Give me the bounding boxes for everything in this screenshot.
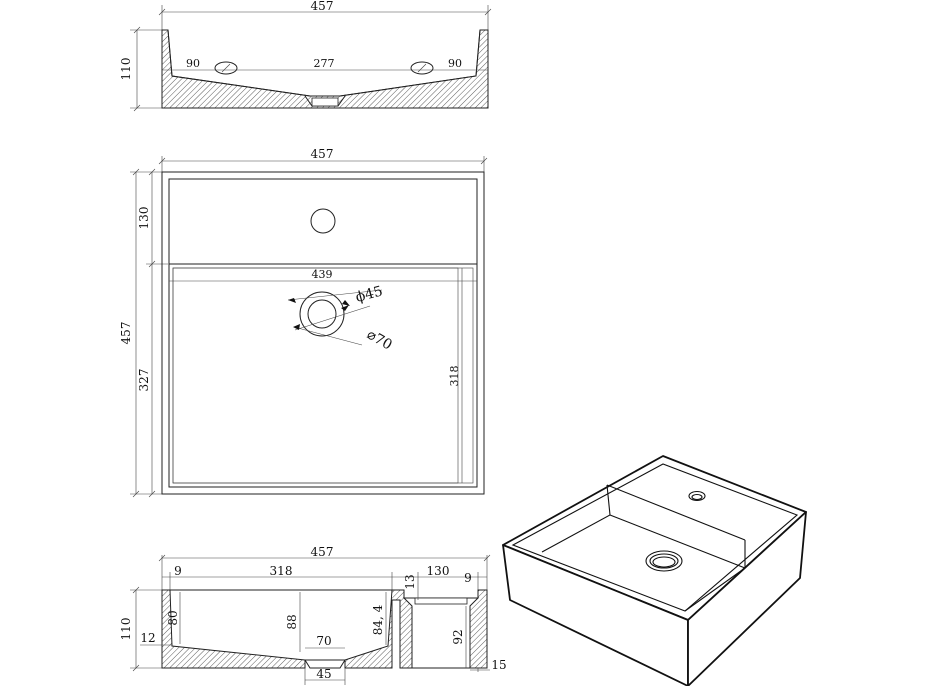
section-right-depth-label: 84, 4: [371, 604, 385, 635]
section-deck-thickness-label: 13: [403, 574, 417, 589]
section-bottom-thickness-label: 12: [140, 631, 155, 645]
right-hole-label: 90: [448, 57, 462, 70]
drain-inner-dia-label: ϕ45: [354, 283, 385, 306]
plan-inner-width-label: 439: [312, 268, 333, 281]
section-mid-depth-label: 88: [285, 614, 299, 629]
hole-spacing-label: 277: [314, 57, 335, 70]
drain-outer-dia-label: ⌀70: [364, 327, 395, 354]
top-width-label: 457: [311, 0, 334, 13]
section-left-depth-label: 80: [166, 610, 180, 625]
section-height-label: 110: [119, 618, 133, 641]
plan-inner-depth-label: 318: [448, 366, 461, 387]
section-cavity-depth-label: 92: [451, 629, 465, 644]
plan-width-label: 457: [311, 147, 334, 161]
plan-deck-depth-label: 130: [137, 207, 151, 230]
section-base-offset-label: 15: [491, 658, 506, 672]
plan-total-depth-label: 457: [119, 322, 133, 345]
left-hole-label: 90: [186, 57, 200, 70]
plan-bowl-depth-label: 327: [137, 369, 151, 392]
plan-view: 457 457 130 327 439 318: [119, 147, 488, 498]
section-outlet-width-label: 45: [316, 667, 331, 681]
section-width-label: 457: [311, 545, 334, 559]
section-view: 457 9 318 130 9 110 80 12 88 70: [119, 545, 507, 685]
top-height-label: 110: [119, 58, 133, 81]
section-left-wall-label: 9: [174, 564, 182, 578]
section-deck-width-label: 130: [427, 564, 450, 578]
section-bowl-width-label: 318: [270, 564, 293, 578]
isometric-view: [502, 455, 807, 686]
top-view: 457 110 90 277 90: [119, 0, 492, 112]
section-drain-width-label: 70: [316, 634, 331, 648]
section-right-wall-label: 9: [464, 571, 472, 585]
